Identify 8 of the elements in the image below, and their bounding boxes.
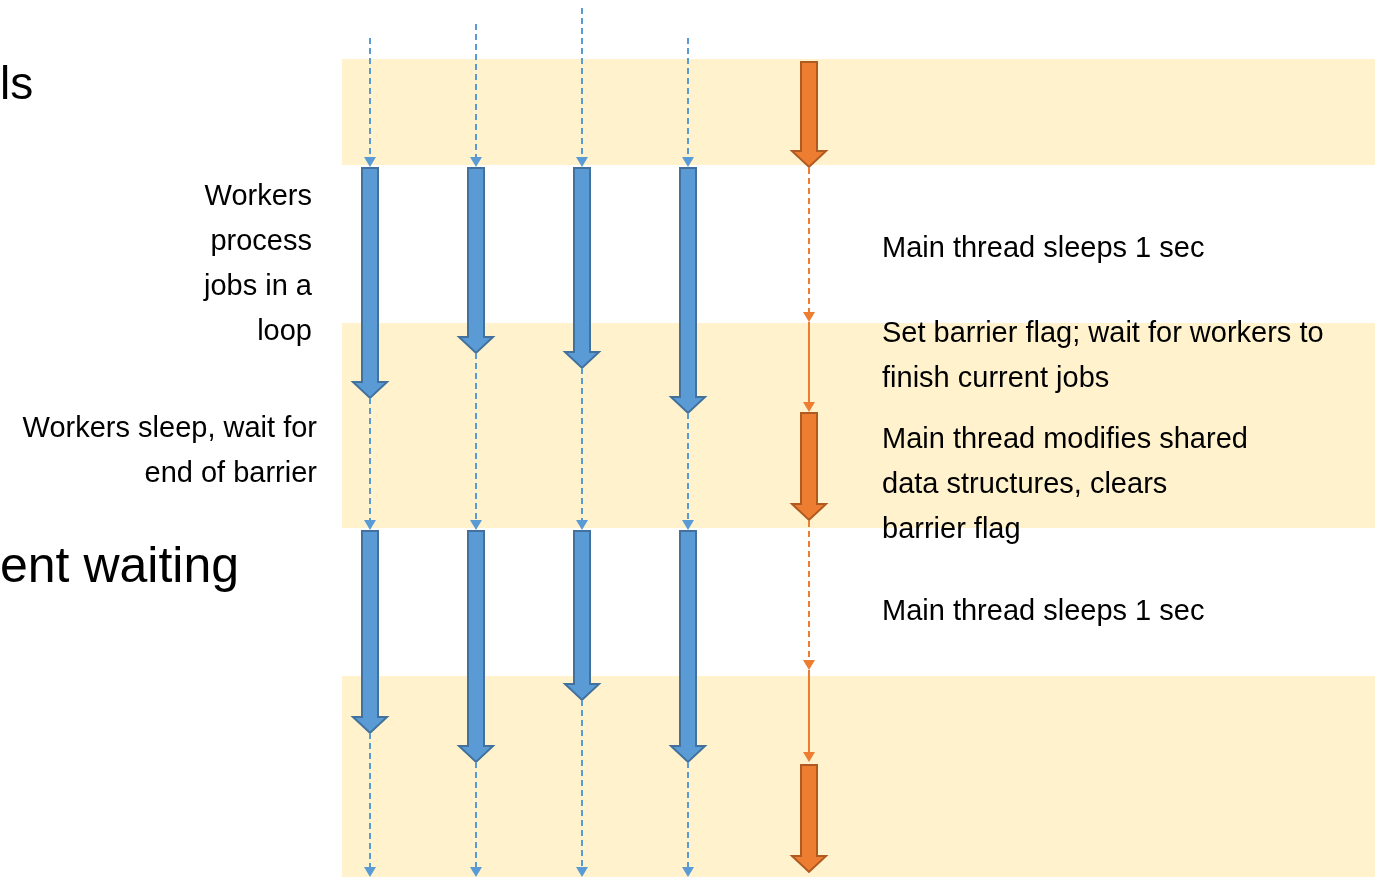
annotation-text: Main thread sleeps 1 sec [882,593,1206,628]
annotation-text: Workers process jobs in a loop [202,178,312,348]
annotation-text: Main thread sleeps 1 sec [882,230,1206,265]
annotation-text: Main thread modifies shared data structures, clears barrier flag [882,421,1249,546]
heading-text: ls [0,56,35,111]
annotation-text: Set barrier flag; wait for workers to finish current jobs [882,315,1325,395]
heading-text: ent waiting [0,536,241,595]
annotation-text: Workers sleep, wait for end of barrier [21,410,317,490]
